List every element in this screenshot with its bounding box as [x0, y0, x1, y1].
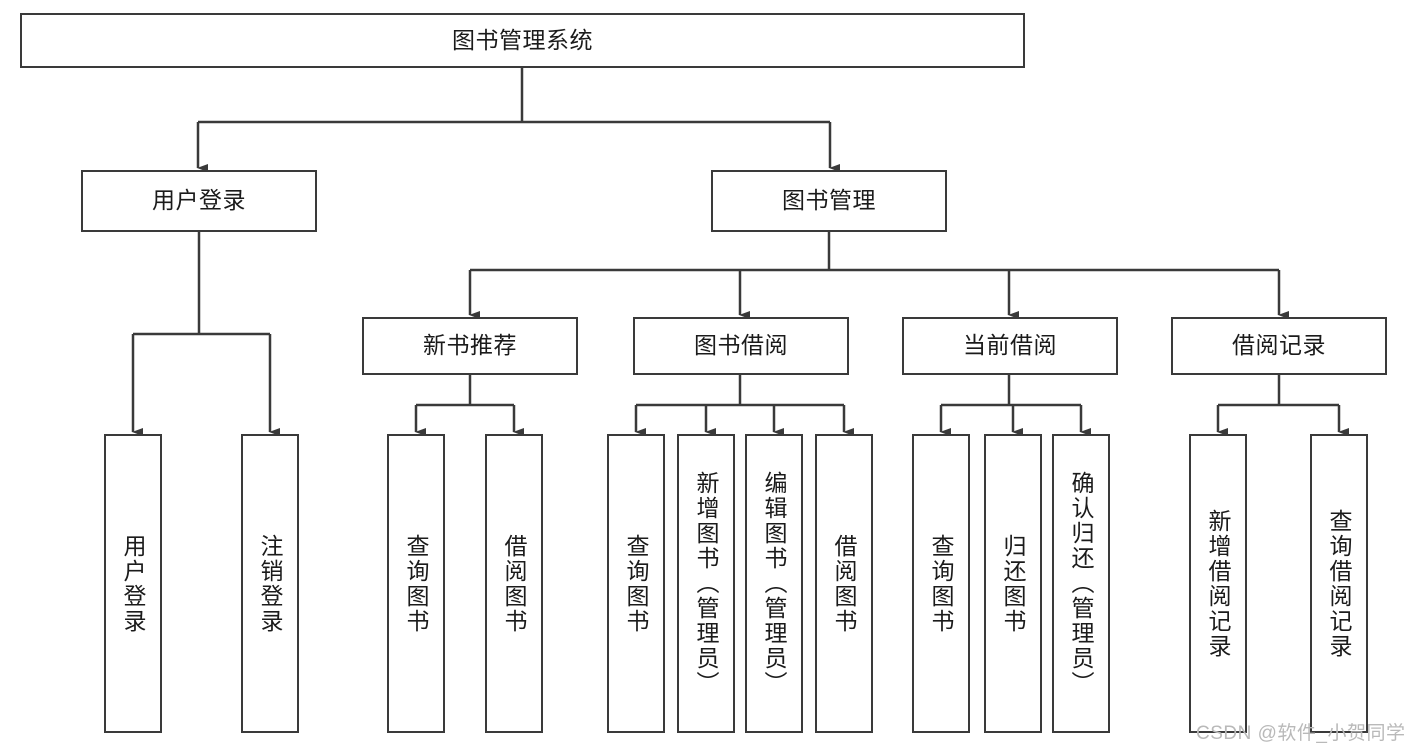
node-leaf-add-book-admin[interactable]: 新增图书（管理员） — [677, 434, 735, 733]
node-book-management-system[interactable]: 图书管理系统 — [20, 13, 1025, 68]
node-borrow-record[interactable]: 借阅记录 — [1171, 317, 1387, 375]
node-label: 用户登录 — [152, 187, 246, 214]
node-book-borrow[interactable]: 图书借阅 — [633, 317, 849, 375]
node-leaf-borrow-book-recommend[interactable]: 借阅图书 — [485, 434, 543, 733]
node-label: 归还图书 — [1000, 533, 1027, 634]
node-label: 新增借阅记录 — [1205, 508, 1232, 659]
node-label: 新增图书（管理员） — [693, 471, 720, 696]
node-label: 查询图书 — [403, 533, 430, 634]
node-book-management[interactable]: 图书管理 — [711, 170, 947, 232]
node-label: 新书推荐 — [423, 332, 517, 359]
csdn-watermark: CSDN @软件_小贺同学 — [1196, 723, 1405, 744]
node-leaf-query-book-current[interactable]: 查询图书 — [912, 434, 970, 733]
node-leaf-return-book[interactable]: 归还图书 — [984, 434, 1042, 733]
node-leaf-query-book-recommend[interactable]: 查询图书 — [387, 434, 445, 733]
node-label: 用户登录 — [120, 533, 147, 634]
node-leaf-user-login[interactable]: 用户登录 — [104, 434, 162, 733]
node-label: 查询图书 — [623, 533, 650, 634]
node-user-login[interactable]: 用户登录 — [81, 170, 317, 232]
node-label: 查询图书 — [928, 533, 955, 634]
node-label: 借阅图书 — [831, 533, 858, 634]
node-leaf-query-borrow-record[interactable]: 查询借阅记录 — [1310, 434, 1368, 733]
node-label: 确认归还（管理员） — [1068, 471, 1095, 696]
node-label: 图书借阅 — [694, 332, 788, 359]
node-new-book-recommend[interactable]: 新书推荐 — [362, 317, 578, 375]
node-label: 借阅记录 — [1232, 332, 1326, 359]
node-label: 当前借阅 — [963, 332, 1057, 359]
node-label: 图书管理 — [782, 187, 876, 214]
node-label: 借阅图书 — [501, 533, 528, 634]
node-leaf-logout[interactable]: 注销登录 — [241, 434, 299, 733]
node-current-borrow[interactable]: 当前借阅 — [902, 317, 1118, 375]
node-label: 图书管理系统 — [452, 26, 593, 53]
node-leaf-confirm-return-admin[interactable]: 确认归还（管理员） — [1052, 434, 1110, 733]
node-label: 编辑图书（管理员） — [761, 471, 788, 696]
node-leaf-add-borrow-record[interactable]: 新增借阅记录 — [1189, 434, 1247, 733]
node-leaf-edit-book-admin[interactable]: 编辑图书（管理员） — [745, 434, 803, 733]
node-label: 注销登录 — [257, 533, 284, 634]
node-leaf-borrow-book[interactable]: 借阅图书 — [815, 434, 873, 733]
node-label: 查询借阅记录 — [1326, 508, 1353, 659]
node-leaf-query-book-borrow[interactable]: 查询图书 — [607, 434, 665, 733]
